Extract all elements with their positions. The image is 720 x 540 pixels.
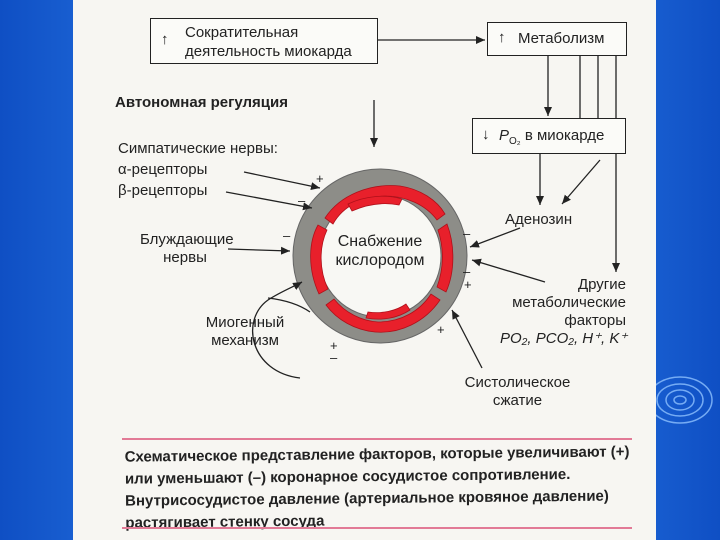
- increase-arrow-icon: ↑: [161, 31, 169, 48]
- ripple-decoration-icon: [647, 376, 713, 424]
- po2-sub: O₂: [509, 136, 521, 147]
- plus-sign: +: [330, 338, 338, 353]
- plus-sign: +: [316, 171, 324, 186]
- metabolism-label: Метаболизм: [518, 30, 605, 47]
- caption-bottom-rule: [122, 527, 632, 529]
- vagus-nerves-label: Блуждающие нервы: [140, 231, 234, 266]
- contractility-box: ↑ Сократительная деятельность миокарда: [150, 18, 378, 64]
- beta-receptors-label: β-рецепторы: [118, 182, 208, 199]
- minus-sign: –: [463, 264, 471, 279]
- metabolism-box: ↑ Метаболизм: [487, 22, 627, 56]
- caption-top-rule: [122, 438, 632, 440]
- increase-arrow-icon: ↑: [498, 29, 506, 46]
- minus-sign: –: [463, 226, 471, 241]
- plus-sign: +: [464, 277, 472, 292]
- smooth-muscle-layer: [310, 185, 454, 333]
- adenosine-label: Аденозин: [505, 211, 573, 228]
- decrease-arrow-icon: ↓: [482, 126, 490, 143]
- metabolic-formula-label: PO₂, PCO₂, H⁺, K⁺: [500, 330, 628, 347]
- minus-sign: –: [298, 193, 306, 208]
- minus-sign: –: [330, 350, 338, 365]
- po2-box: ↓ PO₂ в миокарде: [472, 118, 626, 154]
- other-metabolic-factors-label: Другие метаболические факторы: [512, 276, 626, 329]
- contractility-label: Сократительная деятельность миокарда: [185, 24, 352, 60]
- plus-sign: +: [437, 322, 445, 337]
- figure-caption: Схематическое представление факторов, ко…: [124, 443, 630, 532]
- sympathetic-nerves-label: Симпатические нервы:: [118, 140, 278, 157]
- po2-label: PO₂ в миокарде: [499, 127, 604, 147]
- po2-p: P: [499, 127, 510, 144]
- po2-rest: в миокарде: [524, 127, 605, 144]
- minus-sign: –: [283, 228, 291, 243]
- oxygen-supply-label: Снабжение кислородом: [335, 233, 425, 269]
- alpha-receptors-label: α-рецепторы: [118, 161, 208, 178]
- autonomic-regulation-label: Автономная регуляция: [115, 94, 288, 111]
- myogenic-mechanism-label: Миогенный механизм: [205, 314, 285, 349]
- systolic-compression-label: Систолическое сжатие: [464, 374, 571, 409]
